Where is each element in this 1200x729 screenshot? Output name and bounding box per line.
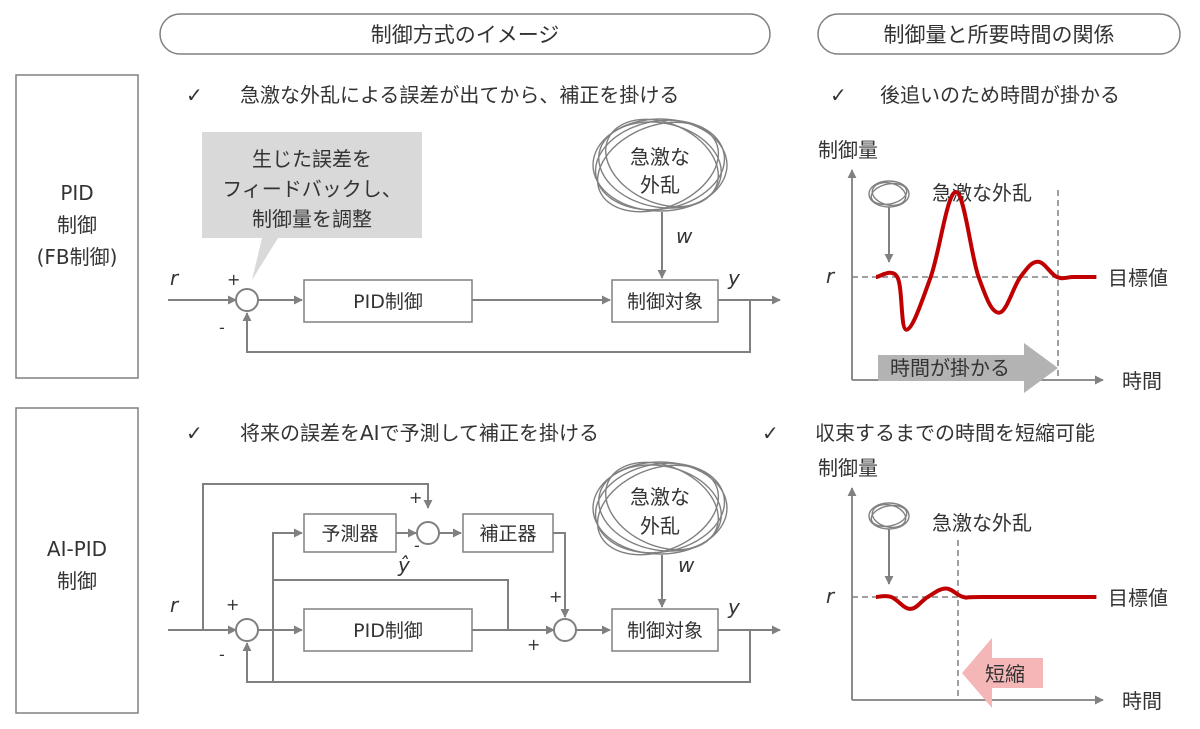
chart-2-target-label: 目標値: [1108, 586, 1168, 610]
chart-1-y-tick: r: [826, 264, 836, 288]
chart-1-arrow-label: 時間が掛かる: [890, 356, 1010, 380]
signal-w: w: [678, 553, 695, 577]
aipid-bullet: 将来の誤差をAIで予測して補正を掛ける: [240, 421, 599, 445]
signal-r: r: [170, 266, 180, 290]
chart-2-xlabel: 時間: [1122, 689, 1162, 713]
chart-2-arrow-label: 短縮: [985, 662, 1025, 686]
shorten-arrow: [962, 638, 1043, 708]
sign-minus: -: [414, 536, 420, 555]
corrector-label: 補正器: [479, 523, 536, 545]
aipid-chart-bullet: 収束するまでの時間を短縮可能: [815, 421, 1095, 445]
chart-1: 制御量 時間 r 時間が掛かる 急激な外乱 目標値: [818, 138, 1168, 393]
summing-junction: [235, 618, 259, 642]
pid-label-line-3: (FB制御): [37, 245, 118, 269]
chart-2-annotation: 急激な外乱: [932, 511, 1032, 535]
aipid-block-diagram: r + - PID制御 + + 制御対象 y 予測器 + - ŷ 補正器: [168, 461, 781, 683]
chart-2-y-tick: r: [826, 584, 836, 608]
signal-y: y: [727, 266, 741, 290]
chart-1-xlabel: 時間: [1122, 369, 1162, 393]
check-icon: ✓: [186, 83, 203, 107]
signal-y-hat: ŷ: [397, 553, 411, 577]
sign-minus: -: [219, 645, 225, 664]
header-method-text: 制御方式のイメージ: [371, 23, 560, 47]
corrector-box: [462, 513, 554, 553]
sign-plus: +: [226, 595, 239, 614]
disturbance-line-2: 外乱: [640, 514, 680, 538]
plant-box: [611, 608, 719, 652]
header-relation: 制御量と所要時間の関係: [817, 13, 1181, 55]
pid-controller-label: PID制御: [353, 620, 423, 642]
chart-1-series-line: [875, 190, 1097, 332]
aipid-label-line-1: AI-PID: [47, 537, 107, 561]
mini-cloud-icon: [868, 180, 910, 208]
plant-label: 制御対象: [627, 620, 703, 642]
pid-chart-bullet: 後追いのため時間が掛かる: [880, 83, 1120, 107]
chart-1-annotation: 急激な外乱: [932, 181, 1032, 205]
disturbance-line-2: 外乱: [640, 173, 680, 197]
plant-label: 制御対象: [627, 291, 703, 313]
check-icon: ✓: [186, 421, 203, 445]
disturbance-cloud: [592, 118, 728, 213]
check-icon: ✓: [762, 421, 779, 445]
pid-controller-box: [303, 279, 473, 323]
row-label-aipid: AI-PID 制御: [15, 407, 139, 714]
pid-label-line-1: PID: [60, 181, 93, 205]
pid-bullet: 急激な外乱による誤差が出てから、補正を掛ける: [240, 83, 679, 107]
signal-w: w: [676, 224, 693, 248]
feedback-path: [242, 300, 751, 353]
summing-junction-3: [416, 521, 440, 545]
time-arrow: [878, 343, 1058, 393]
summing-junction-2: [553, 618, 577, 642]
sign-plus: +: [549, 587, 562, 606]
callout-bubble: [202, 132, 422, 280]
chart-2-series-line: [875, 586, 1097, 611]
pid-controller-box: [303, 608, 473, 652]
callout-line-1: 生じた誤差を: [252, 147, 372, 171]
chart-1-target-label: 目標値: [1108, 266, 1168, 290]
callout-line-3: 制御量を調整: [252, 207, 372, 231]
predictor-box: [303, 513, 397, 553]
sign-minus: -: [219, 318, 225, 337]
signal-y: y: [727, 595, 741, 619]
feedback-path: [242, 630, 751, 683]
sign-plus: +: [227, 270, 240, 289]
predictor-label: 予測器: [321, 523, 378, 545]
disturbance-line-1: 急激な: [630, 145, 690, 169]
pid-controller-label: PID制御: [353, 291, 423, 313]
summing-junction: [235, 288, 259, 312]
row-label-pid: PID 制御 (FB制御): [15, 74, 139, 379]
signal-r: r: [170, 593, 180, 617]
check-icon: ✓: [830, 83, 847, 107]
chart-1-ylabel: 制御量: [818, 138, 878, 162]
header-method: 制御方式のイメージ: [159, 13, 771, 55]
aipid-label-line-2: 制御: [57, 569, 97, 593]
chart-2: 制御量 時間 r 短縮 急激な外乱 目標値: [818, 456, 1168, 713]
sign-plus: +: [409, 488, 422, 507]
pid-label-line-2: 制御: [57, 213, 97, 237]
disturbance-line-1: 急激な: [630, 485, 690, 509]
chart-2-ylabel: 制御量: [818, 456, 878, 480]
header-relation-text: 制御量と所要時間の関係: [884, 23, 1115, 47]
plant-box: [611, 279, 719, 323]
callout-line-2: フィードバックし、: [222, 177, 402, 201]
disturbance-cloud: [592, 461, 728, 556]
sign-plus: +: [527, 635, 540, 654]
pid-block-diagram: 生じた誤差を フィードバックし、 制御量を調整 r + - PID制御 制御対象…: [168, 118, 781, 353]
mini-cloud-icon: [868, 502, 910, 530]
